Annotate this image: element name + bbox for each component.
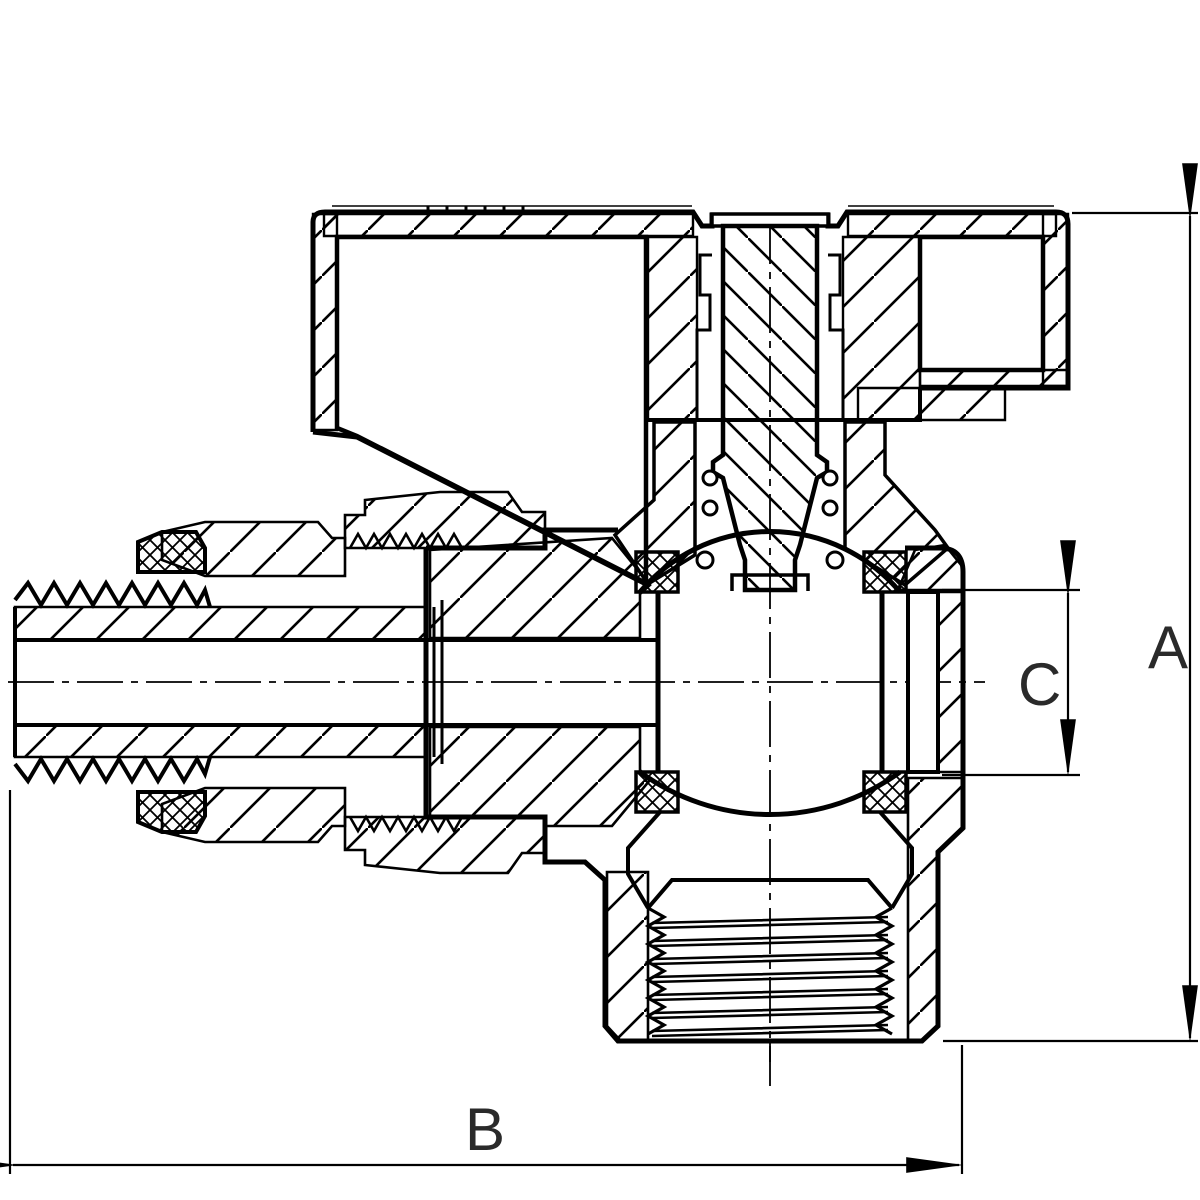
handle-hub-left-wall	[646, 235, 699, 422]
handle-left-band	[311, 212, 339, 432]
spigot-flange-top	[343, 490, 547, 550]
body-wall-bottom-left	[428, 725, 652, 828]
union-threads	[348, 531, 464, 834]
spigot-flange-bottom	[343, 815, 547, 875]
handle-top-band-right	[846, 212, 1058, 238]
dim-label-b: B	[465, 1096, 505, 1163]
gland-plate	[856, 386, 1007, 422]
ball-bottom-arc	[638, 769, 902, 817]
union-nut-bottom	[160, 786, 347, 844]
valve-body	[13, 490, 966, 1044]
stem-slot	[730, 560, 810, 591]
body-outline	[423, 545, 966, 1044]
ball-top-arc	[638, 529, 902, 594]
dimension-b	[0, 790, 964, 1174]
dimension-a	[943, 163, 1198, 1043]
ball-and-seats	[634, 529, 908, 817]
handle-top-band-left	[322, 212, 695, 238]
dim-label-c: C	[1018, 651, 1061, 718]
grip-serrations	[332, 205, 1054, 212]
olive-bottom	[136, 790, 207, 834]
dimension-c	[942, 540, 1080, 777]
tailpiece-wall-top	[13, 605, 428, 642]
dim-label-a: A	[1148, 614, 1188, 681]
stem-o-rings	[695, 469, 845, 570]
union-nut-top	[160, 520, 347, 578]
female-thread-lines	[651, 915, 889, 1038]
tailpiece-wall-bottom	[13, 723, 428, 759]
packing-steps	[695, 253, 845, 420]
male-pipe-threads	[13, 579, 212, 785]
handle-hollow-right	[917, 234, 1046, 373]
olive-top	[136, 530, 207, 574]
handle-right-band	[1041, 212, 1070, 388]
valve-stem	[695, 223, 845, 593]
body-rim-right	[936, 590, 964, 774]
seat-top-right	[862, 550, 908, 594]
end-cap-face	[906, 590, 940, 774]
body-wall-top-left	[428, 536, 652, 640]
ball-bore-edges	[655, 592, 885, 772]
valve-handle	[310, 205, 1071, 588]
bottom-port	[626, 810, 914, 1038]
handle-wing-bottom-band	[918, 368, 1070, 388]
